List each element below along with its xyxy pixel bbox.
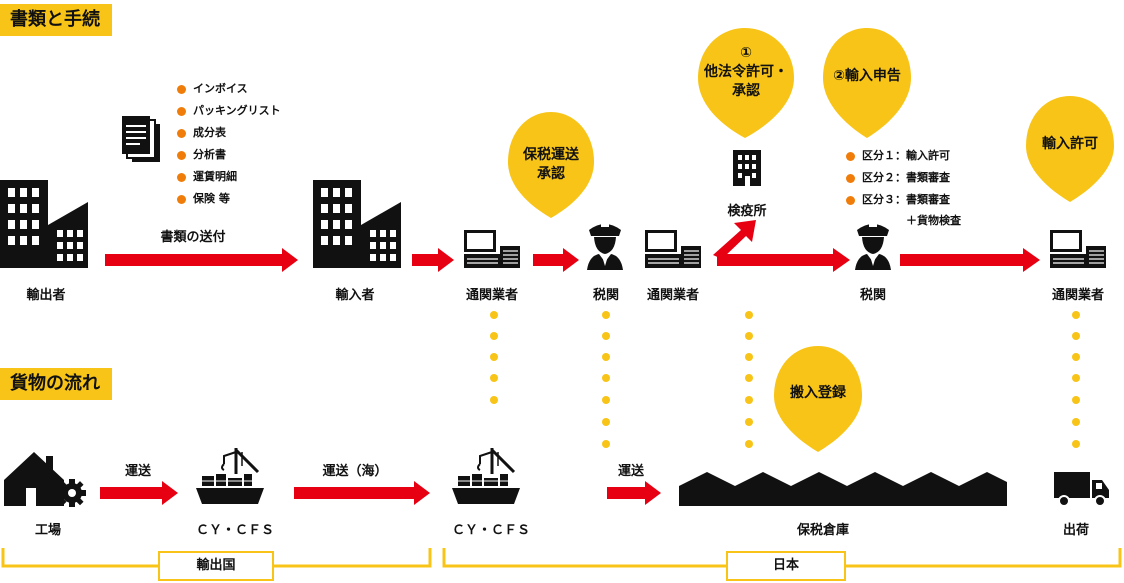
bubble-import-declaration (823, 28, 911, 138)
bullet-icon (177, 172, 186, 182)
document-flow-arrows (105, 220, 1040, 272)
bullet-icon (177, 84, 186, 94)
node-shipment: 出荷 (1062, 523, 1089, 538)
section-documents-header: 書類と手続 (0, 4, 112, 36)
list-item: 区分１：輸入許可 (846, 145, 950, 167)
node-cy-cfs-import: ＣＹ・ＣＦＳ (451, 523, 530, 538)
factory-icon (4, 452, 86, 507)
list-item: インボイス (177, 78, 281, 100)
list-item: 保険 等 (177, 188, 281, 210)
customs2-officer-icon (855, 222, 891, 270)
bubble-text-other-laws: ① 他法令許可・ 承認 (704, 45, 788, 99)
truck-icon (1054, 472, 1109, 507)
broker1-computer-icon (463, 229, 521, 269)
bubble-other-laws (698, 28, 794, 138)
node-broker1: 通関業者 (465, 288, 518, 303)
bullet-icon (846, 173, 855, 183)
list-item: 分析書 (177, 144, 281, 166)
node-factory: 工場 (34, 523, 61, 538)
section-cargo-header: 貨物の流れ (0, 368, 112, 400)
warehouse-icon (679, 472, 1007, 506)
bullet-icon (177, 106, 186, 116)
list-item: 運賃明細 (177, 166, 281, 188)
node-customs1: 税関 (592, 288, 619, 303)
arrow-label-send-documents: 書類の送付 (160, 230, 226, 245)
import-ship-crane-icon (450, 446, 522, 506)
bracket-label-japan: 日本 (726, 551, 846, 581)
node-cy-cfs-export: ＣＹ・ＣＦＳ (195, 523, 274, 538)
arrow-label-transport-japan: 運送 (617, 464, 644, 479)
importer-building-icon (313, 180, 401, 268)
node-broker3: 通関業者 (1051, 288, 1104, 303)
arrow-label-transport-sea: 運送（海） (322, 464, 388, 479)
bubble-text-bonded-transport: 保税運送 承認 (523, 147, 579, 182)
broker3-computer-icon (1049, 229, 1107, 269)
cargo-flow-arrows (100, 481, 661, 505)
connector-dots (490, 311, 1080, 448)
exporter-building-icon (0, 180, 88, 268)
bubble-text-import-permit: 輸入許可 (1042, 136, 1098, 152)
node-exporter: 輸出者 (26, 288, 66, 303)
bracket-label-export-country: 輸出国 (158, 551, 274, 581)
arrow-label-transport-land: 運送 (124, 464, 151, 479)
bubble-text-bonded-entry: 搬入登録 (790, 385, 846, 401)
bullet-icon (177, 194, 186, 204)
quarantine-building-icon (733, 150, 761, 186)
bubble-import-permit (1026, 96, 1114, 202)
bubble-text-import-declaration: ②輸入申告 (833, 68, 901, 84)
bullet-icon (846, 195, 855, 205)
node-customs2: 税関 (859, 288, 886, 303)
bubbles (508, 28, 1114, 452)
broker2-computer-icon (644, 229, 702, 269)
customs1-officer-icon (587, 222, 623, 270)
list-item: 成分表 (177, 122, 281, 144)
category-note: ＋貨物検査 (906, 214, 961, 227)
bubble-bonded-entry (774, 346, 862, 452)
bullet-icon (177, 150, 186, 160)
node-quarantine: 検疫所 (727, 204, 767, 219)
category-list: 区分１：輸入許可 区分２：書類審査 区分３：書類審査 (846, 145, 950, 211)
bullet-icon (177, 128, 186, 138)
list-item: 区分３：書類審査 (846, 189, 950, 211)
documents-list: インボイス パッキングリスト 成分表 分析書 運賃明細 保険 等 (177, 78, 281, 210)
node-broker2: 通関業者 (646, 288, 699, 303)
node-bonded-warehouse: 保税倉庫 (796, 523, 849, 538)
export-ship-crane-icon (194, 446, 266, 506)
list-item: 区分２：書類審査 (846, 167, 950, 189)
bullet-icon (846, 151, 855, 161)
bubble-bonded-transport (508, 112, 594, 218)
documents-icon (122, 116, 160, 162)
node-importer: 輸入者 (335, 288, 375, 303)
list-item: パッキングリスト (177, 100, 281, 122)
